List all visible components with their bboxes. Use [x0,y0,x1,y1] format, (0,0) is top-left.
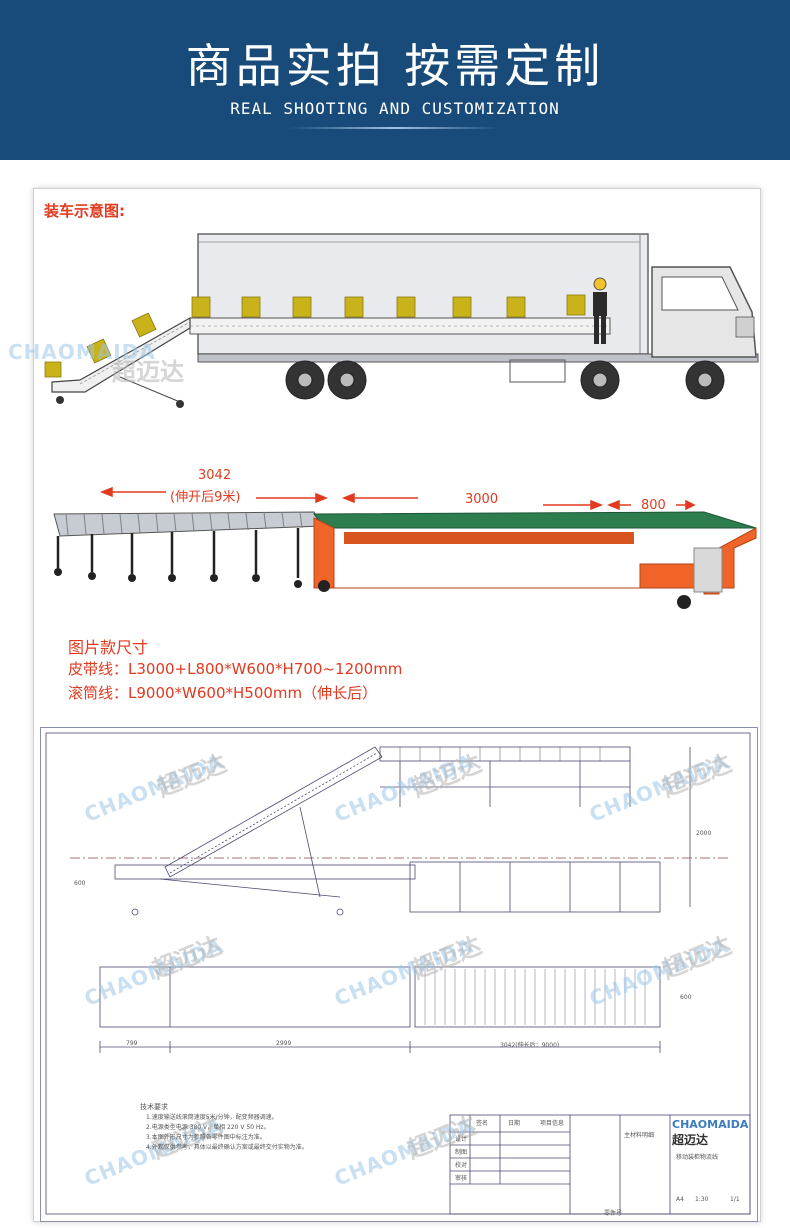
truck-wheels [285,360,725,400]
tb-material: 主材料明细 [624,1132,655,1139]
truck-loading-illustration [44,233,759,408]
tb-check: 校对 [455,1162,468,1169]
cargo-boxes [44,294,586,378]
tech-line-4: 4.外观仅供参考，具体以最终确认方案或最终交付实物为准。 [146,1144,308,1151]
dim-2999: 2999 [276,1040,292,1047]
dim-belt-length: 3000 [465,492,499,507]
dim-3042: 3042(伸长后：9000) [500,1042,560,1049]
loading-diagram-label: 装车示意图: [44,202,125,220]
truck-container [197,233,649,355]
spec-belt-line: 皮带线：L3000+L800*W600*H700~1200mm [68,660,403,678]
tb-parts: 零件号 [604,1210,623,1217]
dim-600-right: 600 [680,994,692,1001]
tech-line-1: 1.速度输送线滚筒速度5米/分钟，配变频器调速。 [146,1114,278,1121]
tb-logo-en: CHAOMAIDA [672,1118,749,1131]
tb-product: 移动装柜物流线 [676,1154,719,1161]
photo-dimension-arrows [99,486,696,511]
dim-tail-length: 800 [641,498,666,513]
truck-chassis [197,353,759,363]
tb-draw: 制图 [455,1149,468,1156]
conveyor-photo [53,511,757,609]
header-banner: 商品实拍 按需定制 REAL SHOOTING AND CUSTOMIZATIO… [0,0,790,160]
tb-design: 设计 [455,1136,468,1143]
tb-date: 日期 [508,1120,521,1127]
title-block [449,1114,751,1215]
tech-requirements-title: 技术要求 [140,1103,168,1111]
roller-conveyor [53,511,323,537]
tb-sign: 签名 [476,1120,489,1127]
watermark: 超迈达 [112,358,184,386]
dim-roller-extended-note: (伸开后9米) [170,490,241,505]
technical-drawing-frame [40,727,758,1222]
spec-roller-line: 滚筒线：L9000*W600*H500mm（伸长后） [68,684,378,702]
belt-conveyor-frame [313,517,757,595]
dim-roller-length: 3042 [198,468,232,483]
banner-title: 商品实拍 按需定制 [185,39,605,93]
tb-scale: 1:30 [695,1196,709,1203]
banner-subtitle: REAL SHOOTING AND CUSTOMIZATION [230,99,560,118]
tb-logo: CHAOMAIDA 超迈达 [672,1118,748,1148]
tb-sheet: 1/1 [730,1196,740,1203]
plan-view-roller [414,966,661,1028]
dim-799: 799 [126,1040,138,1047]
tb-audit: 审核 [455,1175,468,1182]
banner-divider [290,127,500,129]
watermark: CHAOMAIDA [8,340,156,364]
spec-heading: 图片款尺寸 [68,638,149,657]
dim-600-left: 600 [74,880,86,887]
belt-conveyor-top [313,511,757,529]
worker-figure [593,277,607,344]
technical-drawing [45,732,751,1215]
inclined-loader [51,316,191,393]
side-elevation-incline [164,746,383,878]
plan-view-belt [99,966,411,1028]
tech-line-3: 3.本图外形尺寸为参照各零件图中标注为准。 [146,1134,266,1141]
tech-line-2: 2.电源类型电源 380 V，单相 220 V 50 Hz。 [146,1124,270,1131]
dim-2000: 2000 [696,830,712,837]
tb-logo-cn: 超迈达 [672,1133,709,1147]
tb-size: A4 [676,1196,684,1203]
tb-project-info: 项目信息 [540,1120,565,1127]
